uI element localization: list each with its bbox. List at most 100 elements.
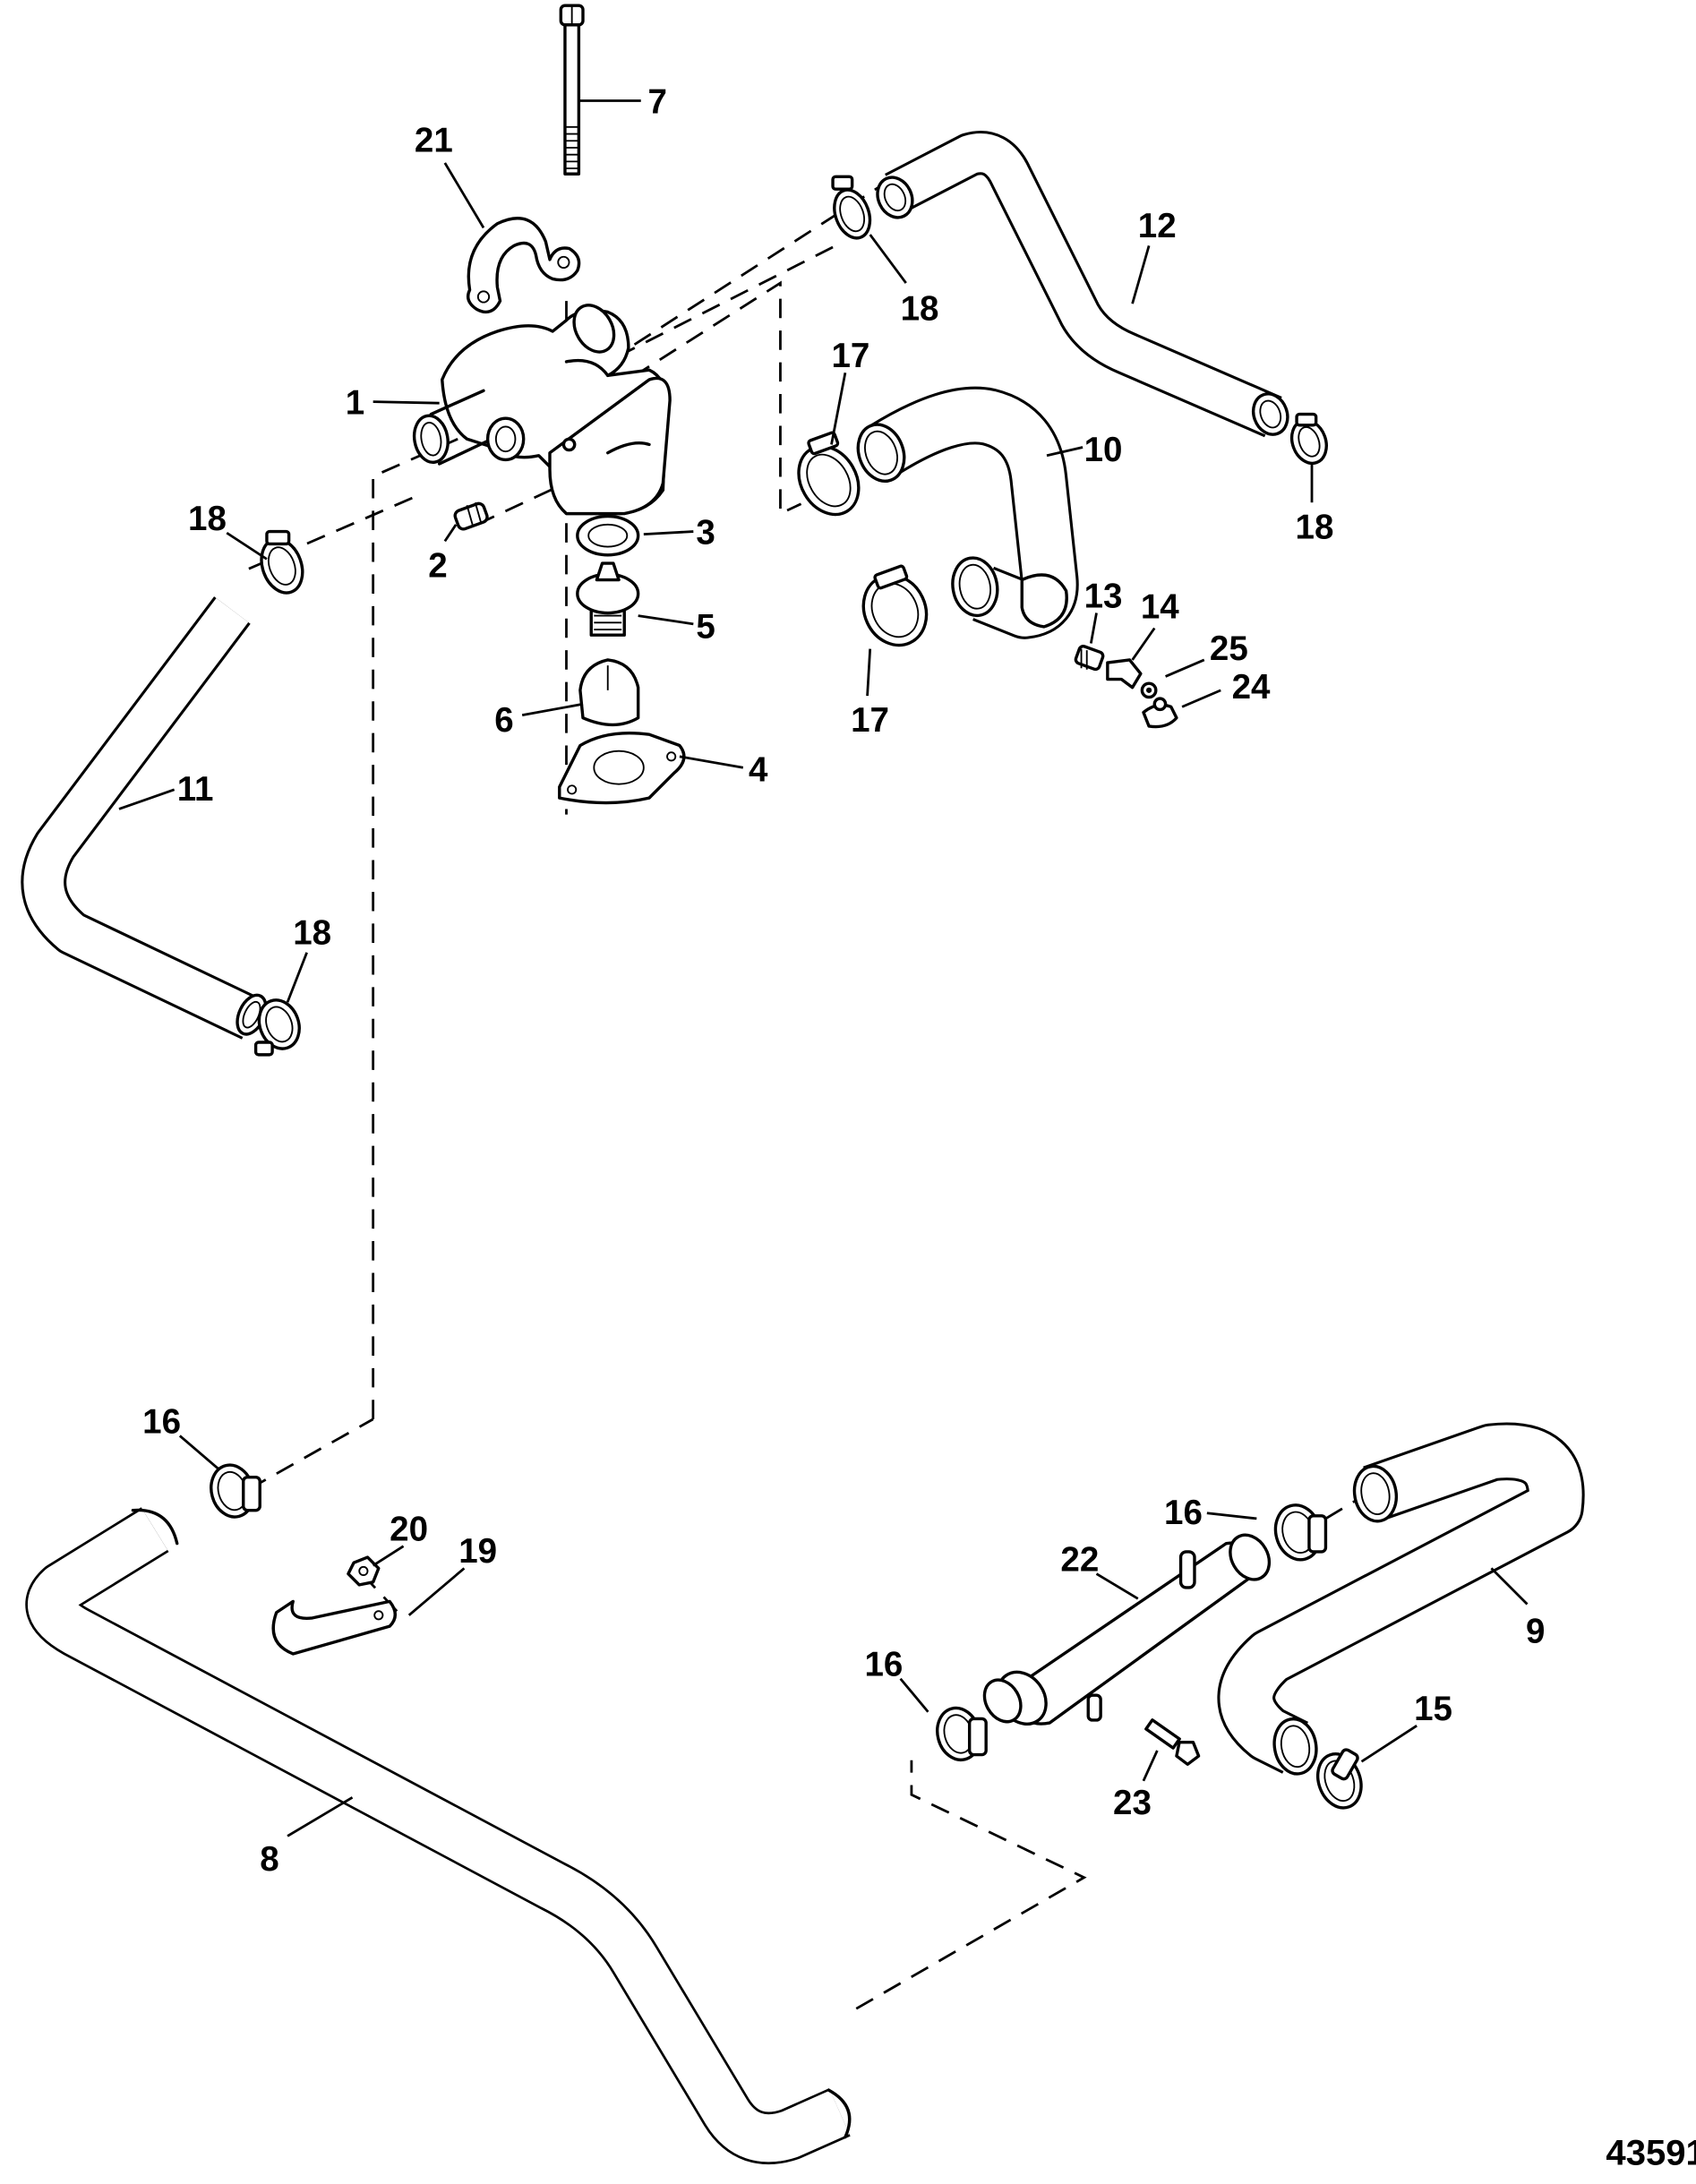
leader-18a bbox=[226, 531, 268, 561]
leader-16c bbox=[899, 1677, 929, 1713]
dashed-line-vertical-left bbox=[372, 429, 477, 1419]
leader-lines bbox=[118, 99, 1529, 1837]
sleeve bbox=[578, 658, 640, 727]
callout-18: 18 bbox=[188, 500, 227, 538]
nut bbox=[347, 1555, 381, 1587]
leader-9 bbox=[1490, 1567, 1529, 1606]
leader-15 bbox=[1360, 1724, 1418, 1763]
leader-8 bbox=[287, 1796, 354, 1837]
leader-4 bbox=[679, 755, 744, 769]
strap-clamp bbox=[271, 1599, 398, 1656]
hose-clamp-16-left bbox=[210, 1463, 261, 1519]
leader-5 bbox=[638, 614, 694, 626]
hose-clamp-16-middle bbox=[1273, 1503, 1328, 1562]
seal-ring bbox=[576, 514, 640, 557]
callout-5: 5 bbox=[696, 607, 715, 646]
washer bbox=[1140, 681, 1158, 699]
callout-18: 18 bbox=[901, 290, 939, 329]
hose-clamp-17-lower bbox=[861, 564, 929, 647]
callout-21: 21 bbox=[415, 122, 453, 160]
leader-23 bbox=[1142, 1750, 1159, 1782]
leader-16b bbox=[1206, 1512, 1257, 1520]
bolt bbox=[559, 4, 585, 176]
screw bbox=[1144, 1718, 1201, 1767]
hose-9 bbox=[1217, 1422, 1585, 1776]
plug bbox=[453, 501, 489, 531]
callout-20: 20 bbox=[390, 1511, 428, 1549]
dashed-line-housing-to-hose12-upper bbox=[606, 178, 892, 364]
dashed-line-hose8-to-tube22 bbox=[855, 1760, 1087, 2010]
figure-number: 43591 bbox=[1606, 2133, 1696, 2172]
dashed-line-plug bbox=[475, 484, 561, 527]
callout-7: 7 bbox=[647, 82, 666, 121]
leader-19 bbox=[407, 1567, 466, 1616]
callout-24: 24 bbox=[1232, 668, 1271, 707]
leader-24 bbox=[1181, 689, 1221, 708]
leader-3 bbox=[643, 530, 694, 536]
thermostat-housing bbox=[412, 304, 672, 516]
leader-17b bbox=[866, 648, 872, 697]
hose-clamp-18-right bbox=[1289, 412, 1328, 466]
leader-14 bbox=[1131, 627, 1156, 661]
callout-2: 2 bbox=[428, 546, 447, 585]
leader-11 bbox=[118, 788, 176, 810]
leader-17a bbox=[830, 373, 847, 445]
callout-25: 25 bbox=[1210, 630, 1248, 668]
leader-20 bbox=[372, 1545, 405, 1567]
callout-6: 6 bbox=[494, 701, 513, 740]
callout-16: 16 bbox=[1164, 1494, 1203, 1532]
hose-10 bbox=[856, 386, 1079, 639]
callout-11: 11 bbox=[177, 770, 214, 809]
callout-14: 14 bbox=[1141, 588, 1179, 627]
drain-plug bbox=[1142, 697, 1178, 729]
leader-18c bbox=[869, 234, 907, 284]
callout-18: 18 bbox=[1296, 508, 1334, 546]
dashed-line-to-hose10 bbox=[552, 280, 802, 516]
hose-clamp-18-top bbox=[831, 175, 872, 240]
gasket bbox=[558, 732, 686, 805]
callout-9: 9 bbox=[1526, 1613, 1545, 1651]
callout-16: 16 bbox=[142, 1402, 181, 1441]
leader-10 bbox=[1046, 446, 1084, 458]
leader-21 bbox=[443, 162, 485, 229]
callout-labels: 7 21 1 18 2 3 5 6 4 11 18 18 12 17 10 18… bbox=[142, 82, 1545, 1879]
leader-22 bbox=[1095, 1572, 1139, 1600]
fitting bbox=[1074, 645, 1105, 672]
callout-8: 8 bbox=[260, 1840, 278, 1879]
callout-1: 1 bbox=[346, 384, 364, 423]
dashed-line-clamp16-to-hose8 bbox=[220, 1417, 374, 1506]
hose-12 bbox=[876, 131, 1289, 438]
leader-18b bbox=[286, 952, 308, 1003]
leader-12 bbox=[1131, 245, 1151, 304]
hose-8 bbox=[25, 1507, 852, 2165]
leader-6 bbox=[521, 702, 584, 716]
hose-clamp-17-upper bbox=[797, 431, 861, 517]
callout-3: 3 bbox=[696, 513, 715, 552]
callout-22: 22 bbox=[1060, 1540, 1099, 1579]
hose-clamp-16-lower bbox=[936, 1706, 988, 1762]
clamp-bracket bbox=[467, 217, 581, 314]
callout-4: 4 bbox=[749, 751, 768, 790]
callout-10: 10 bbox=[1084, 431, 1123, 469]
thermostat bbox=[576, 561, 640, 637]
elbow-fitting bbox=[1106, 658, 1143, 689]
callout-18: 18 bbox=[293, 914, 331, 953]
callout-16: 16 bbox=[865, 1646, 904, 1684]
callout-19: 19 bbox=[458, 1532, 497, 1571]
tube-fitting bbox=[982, 1533, 1272, 1726]
callout-15: 15 bbox=[1414, 1690, 1452, 1728]
callout-17: 17 bbox=[851, 701, 889, 740]
leader-13 bbox=[1089, 612, 1098, 644]
leader-16a bbox=[178, 1435, 219, 1470]
hose-clamp-18-lower-left bbox=[253, 998, 301, 1057]
assembly-lines bbox=[220, 178, 1361, 2010]
leader-2 bbox=[443, 524, 458, 543]
leader-1 bbox=[373, 400, 440, 405]
callout-13: 13 bbox=[1084, 577, 1123, 615]
callout-12: 12 bbox=[1138, 207, 1177, 245]
leader-25 bbox=[1165, 658, 1205, 678]
callout-17: 17 bbox=[831, 337, 869, 375]
hose-clamp-15 bbox=[1316, 1748, 1363, 1810]
hose-clamp-18-upper-left bbox=[260, 529, 304, 595]
